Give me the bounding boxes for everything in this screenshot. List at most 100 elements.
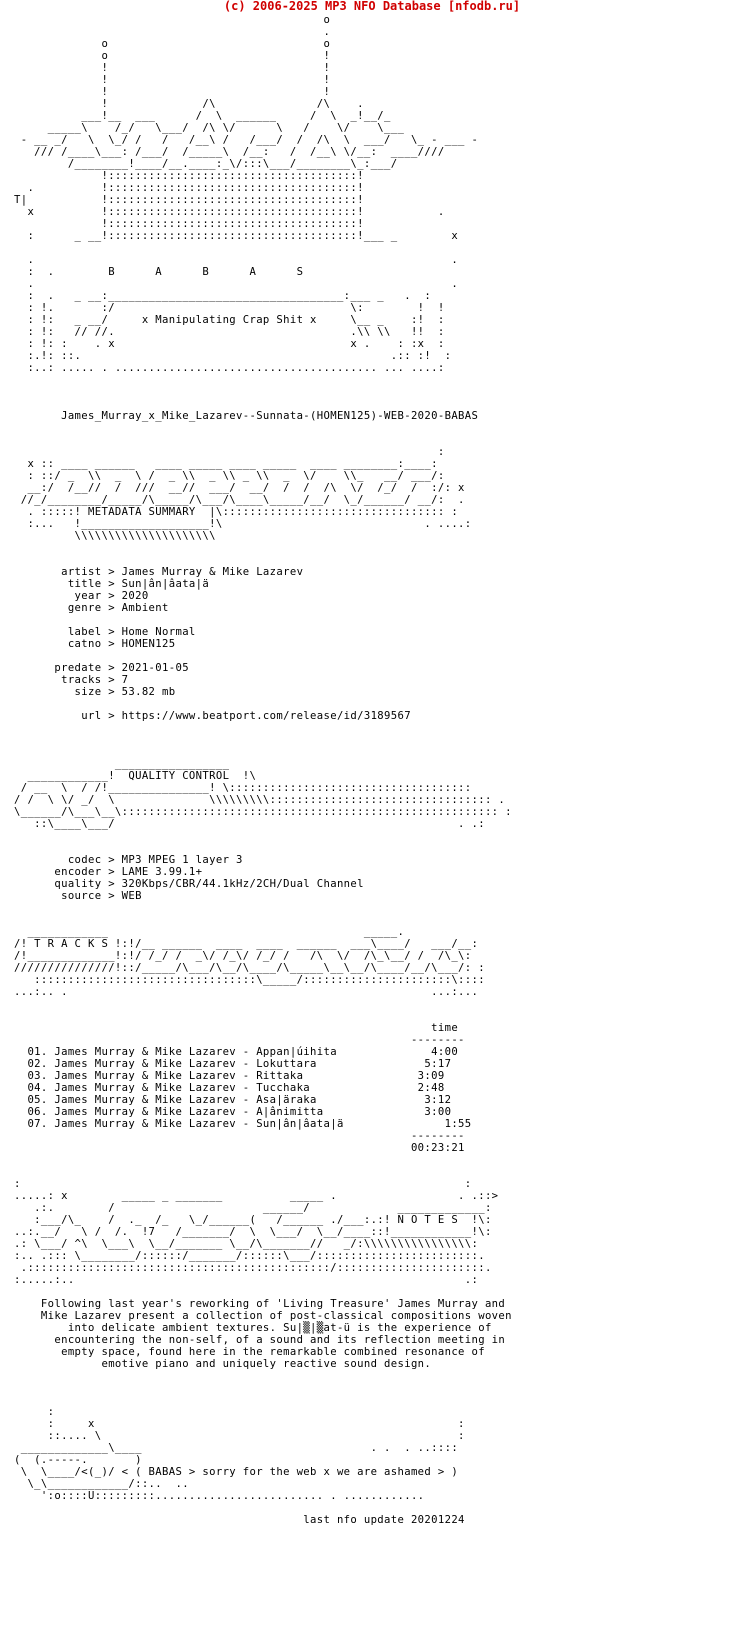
nfo-line: Following last year's reworking of 'Livi… — [14, 1298, 506, 1310]
nfo-line: ...:.. . ...:... — [14, 986, 479, 998]
nfo-line: ! /\ /\ . — [14, 98, 364, 110]
nfo-line: :..: ..... . ...........................… — [14, 362, 445, 374]
nfo-line: ! ! — [14, 74, 331, 86]
nfo-line: : !. :/ \: ! ! — [14, 302, 445, 314]
nfo-line: last nfo update 20201224 — [14, 1514, 465, 1526]
nfo-line: codec > MP3 MPEG 1 layer 3 — [14, 854, 243, 866]
nfo-line: ! ! — [14, 86, 331, 98]
nfo-line: __:/ /__// / /// __// ___/ __/ / / /\ \/… — [14, 482, 465, 494]
nfo-line: : ::/ _ \\ _ \ / _ \\ _ \\ _ \\ _ \/ \\_… — [14, 470, 445, 482]
nfo-line: :.. .::: \________/::::::/_______/::::::… — [14, 1250, 485, 1262]
nfo-line: Mike Lazarev present a collection of pos… — [14, 1310, 512, 1322]
nfo-line: .:::::::::::::::::::::::::::::::::::::::… — [14, 1262, 492, 1274]
nfo-line: time — [14, 1022, 459, 1034]
nfo-line: : . _ __:_______________________________… — [14, 290, 432, 302]
nfo-line: .: \___/ ^\ \___\ \__/_______ \__/\_____… — [14, 1238, 479, 1250]
nfo-line: tracks > 7 — [14, 674, 129, 686]
nfo-line: /________!____/__.____:_\/:::\___/______… — [14, 158, 398, 170]
nfo-line: . — [14, 26, 331, 38]
nfo-line: : !: _ __/ x Manipulating Crap Shit x \_… — [14, 314, 445, 326]
nfo-line: : : — [14, 1178, 472, 1190]
nfo-line: o ! — [14, 50, 331, 62]
nfo-line: : — [14, 446, 445, 458]
nfo-line: ! ! — [14, 62, 331, 74]
nfo-line: -------- — [14, 1034, 465, 1046]
nfo-line: artist > James Murray & Mike Lazarev — [14, 566, 304, 578]
nfo-line: !:::::::::::::::::::::::::::::::::::::! — [14, 170, 364, 182]
nfo-line: : . B A B A S — [14, 266, 304, 278]
copyright-banner: (c) 2006-2025 MP3 NFO Database [nfodb.ru… — [223, 0, 521, 13]
nfo-line: /!_____________!:!/ /_/ / _\/ /_\/ /_/ /… — [14, 950, 472, 962]
nfo-line: .....: x _____ _ _______ _____ . . .::> — [14, 1190, 499, 1202]
nfo-line: x :: ____ ______ ____ _____ ____ _____ _… — [14, 458, 438, 470]
nfo-line: : _ __!:::::::::::::::::::::::::::::::::… — [14, 230, 459, 242]
nfo-line: / / \ \/ _/ \ \\\\\\\\\:::::::::::::::::… — [14, 794, 506, 806]
nfo-line: catno > HOMEN125 — [14, 638, 176, 650]
nfo-line: source > WEB — [14, 890, 142, 902]
nfo-line: :::::::::::::::::::::::::::::::::\_____/… — [14, 974, 485, 986]
nfo-line: x !:::::::::::::::::::::::::::::::::::::… — [14, 206, 445, 218]
nfo-line: encountering the non-self, of a sound an… — [14, 1334, 506, 1346]
nfo-line: 01. James Murray & Mike Lazarev - Appan|… — [14, 1046, 459, 1058]
nfo-line: into delicate ambient textures. Su|▒|▒at… — [14, 1322, 492, 1334]
nfo-line: . !:::::::::::::::::::::::::::::::::::::… — [14, 182, 364, 194]
nfo-line: / __ \ / /!_______________! \:::::::::::… — [14, 782, 472, 794]
nfo-line: 07. James Murray & Mike Lazarev - Sun|ân… — [14, 1118, 472, 1130]
nfo-line: o — [14, 14, 331, 26]
nfo-line: year > 2020 — [14, 590, 149, 602]
nfo-line: :... !___________________!\ . ....: — [14, 518, 472, 530]
nfo-line: : — [14, 1406, 55, 1418]
nfo-line: emotive piano and uniquely reactive soun… — [14, 1358, 432, 1370]
nfo-line: 04. James Murray & Mike Lazarev - Tuccha… — [14, 1082, 445, 1094]
nfo-line: \_\____________/::.. .. — [14, 1478, 189, 1490]
nfo-line: /// /____\___: /___/ /_____\ /__: / /__\… — [14, 146, 445, 158]
nfo-line: /! T R A C K S !:!/__ ______ ____ ____ _… — [14, 938, 479, 950]
nfo-line: ( (.-----. ) — [14, 1454, 142, 1466]
nfo-line: ..:.__/ \ / /. !7 /_______/ \ \___/ \__/… — [14, 1226, 492, 1238]
nfo-line: :.!: ::. .:: :! : — [14, 350, 452, 362]
nfo-line: ::.... \ : — [14, 1430, 465, 1442]
nfo-line: _________________ — [14, 758, 230, 770]
nfo-line: title > Sun|ân|âata|ä — [14, 578, 210, 590]
nfo-text-block: o . o o o ! ! ! — [14, 14, 512, 1526]
nfo-line: - __ _/ \ \_/ / / /__\ / /___/ / /\ \ __… — [14, 134, 479, 146]
nfo-line: 05. James Murray & Mike Lazarev - Asa|är… — [14, 1094, 452, 1106]
nfo-line: ____________! QUALITY CONTROL !\ — [14, 770, 257, 782]
nfo-line: encoder > LAME 3.99.1+ — [14, 866, 203, 878]
nfo-line: predate > 2021-01-05 — [14, 662, 189, 674]
nfo-line: ///////////////!::/_____/\___/\__/\____/… — [14, 962, 485, 974]
nfo-line: 02. James Murray & Mike Lazarev - Lokutt… — [14, 1058, 452, 1070]
nfo-line: :.....:.. .: — [14, 1274, 479, 1286]
nfo-line: quality > 320Kbps/CBR/44.1kHz/2CH/Dual C… — [14, 878, 364, 890]
nfo-line: 03. James Murray & Mike Lazarev - Rittak… — [14, 1070, 445, 1082]
nfo-line: :___/\_ / ._ /_ \_/______( /______ ./___… — [14, 1214, 492, 1226]
nfo-line: //_/________/_____/\_____/\___/\____\___… — [14, 494, 465, 506]
nfo-line: : x : — [14, 1418, 465, 1430]
nfo-line: 00:23:21 — [14, 1142, 465, 1154]
nfo-line: : !: : . x x . : :x : — [14, 338, 445, 350]
nfo-line: size > 53.82 mb — [14, 686, 176, 698]
nfo-line: \\\\\\\\\\\\\\\\\\\\\ — [14, 530, 216, 542]
nfo-line: _____________\____ . . . ..:::: — [14, 1442, 459, 1454]
nfo-line: genre > Ambient — [14, 602, 169, 614]
nfo-line: . :::::! METADATA SUMMARY |\::::::::::::… — [14, 506, 459, 518]
nfo-line: ':o::::U:::::::::.......................… — [14, 1490, 425, 1502]
nfo-line: !:::::::::::::::::::::::::::::::::::::! — [14, 218, 364, 230]
nfo-line: empty space, found here in the remarkabl… — [14, 1346, 485, 1358]
nfo-line: o o — [14, 38, 331, 50]
nfo-line: _____\ /_/ \___/ /\ \/ \ / \/ \___ — [14, 122, 405, 134]
nfo-line: \______/\___\__\::::::::::::::::::::::::… — [14, 806, 512, 818]
nfo-line: ::\____\___/ . .: — [14, 818, 485, 830]
nfo-line: ____________ _____. — [14, 926, 405, 938]
nfo-line: : !: // //. .\\ \\ !! : — [14, 326, 445, 338]
nfo-line: ___!__ ___ / \ ______ / \ _!__/_ — [14, 110, 391, 122]
nfo-line: . . — [14, 278, 459, 290]
nfo-line: . . — [14, 254, 459, 266]
nfo-line: 06. James Murray & Mike Lazarev - A|ânim… — [14, 1106, 452, 1118]
nfo-line: .:. / ______/ _____________: — [14, 1202, 492, 1214]
nfo-line: url > https://www.beatport.com/release/i… — [14, 710, 411, 722]
nfo-line: label > Home Normal — [14, 626, 196, 638]
nfo-line: James_Murray_x_Mike_Lazarev--Sunnata-(HO… — [14, 410, 479, 422]
nfo-line: T| !::::::::::::::::::::::::::::::::::::… — [14, 194, 364, 206]
nfo-line: -------- — [14, 1130, 465, 1142]
